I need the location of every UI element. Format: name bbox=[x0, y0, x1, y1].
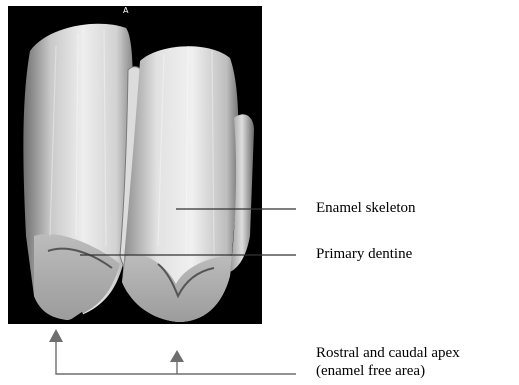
caudal-apex-arrow bbox=[170, 350, 184, 362]
primary-dentine-label: Primary dentine bbox=[316, 246, 412, 263]
rostral-apex-arrow bbox=[49, 329, 63, 342]
enamel-skeleton-label: Enamel skeleton bbox=[316, 200, 416, 217]
apex-label-line2: (enamel free area) bbox=[316, 363, 425, 380]
apex-label-line1: Rostral and caudal apex bbox=[316, 345, 460, 362]
